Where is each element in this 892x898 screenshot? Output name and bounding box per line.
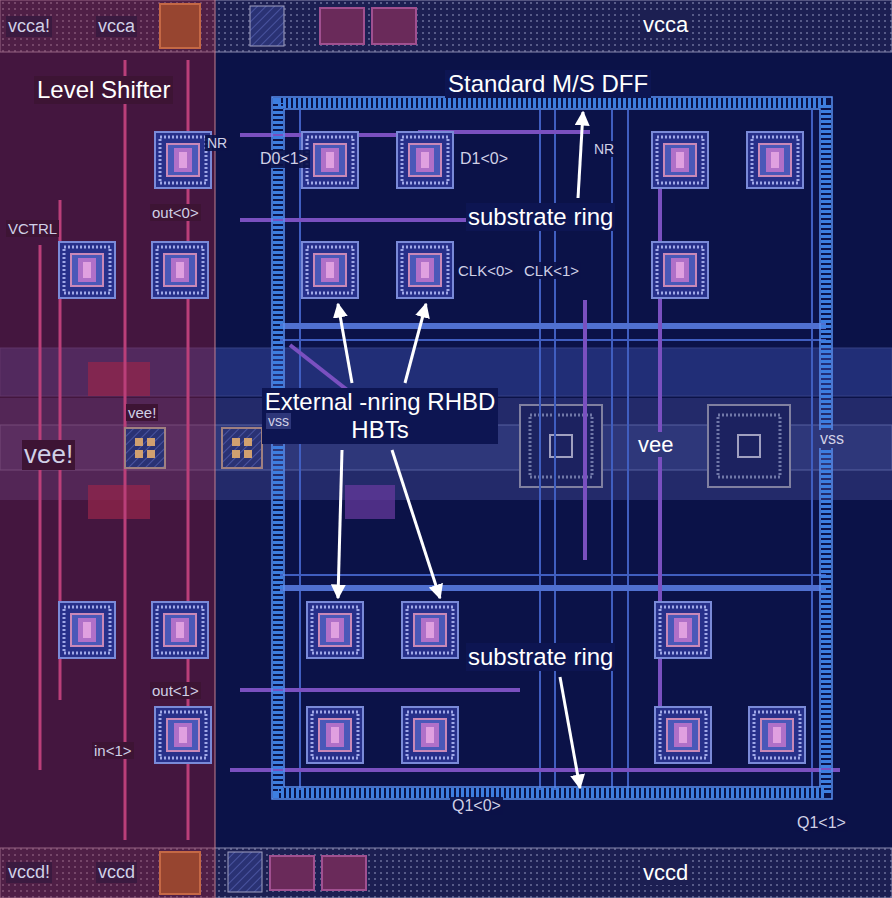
- pin-label: vss: [818, 430, 846, 448]
- pin-label: Q1<0>: [450, 797, 503, 815]
- pin-label: in<1>: [92, 742, 134, 759]
- rail-label: vccd: [640, 860, 691, 885]
- pin-label: vcca!: [6, 16, 52, 37]
- pin-label: vccd: [96, 862, 137, 883]
- pin-label: vee!: [22, 440, 75, 470]
- pin-label: Q1<1>: [795, 814, 848, 832]
- pin-label: vss: [266, 413, 291, 429]
- pin-label: CLK<0>: [456, 262, 515, 279]
- annotation-label: substrate ring: [466, 643, 615, 671]
- region-title: Level Shifter: [34, 76, 173, 104]
- pin-label: D0<1>: [258, 150, 310, 168]
- rail-label: vee: [635, 432, 676, 457]
- pin-label: vccd!: [6, 862, 52, 883]
- pin-label: out<1>: [150, 682, 201, 699]
- annotation-label: External -nring RHBD HBTs: [262, 388, 498, 444]
- pin-label: NR: [205, 135, 229, 151]
- pin-label: CLK<1>: [522, 262, 581, 279]
- pin-label: vee!: [126, 404, 158, 421]
- circuit-region: Standard M/S DFF: [215, 52, 892, 848]
- region-title: Standard M/S DFF: [445, 70, 651, 98]
- rail-label: vcca: [640, 12, 691, 37]
- power-rail-band: vcca: [215, 0, 892, 52]
- pin-label: D1<0>: [458, 150, 510, 168]
- pin-label: vcca: [96, 16, 137, 37]
- pin-label: VCTRL: [6, 220, 59, 237]
- power-rail-band: vccd: [215, 848, 892, 898]
- pin-label: out<0>: [150, 204, 201, 221]
- annotation-label: substrate ring: [466, 203, 615, 231]
- pin-label: NR: [592, 141, 616, 157]
